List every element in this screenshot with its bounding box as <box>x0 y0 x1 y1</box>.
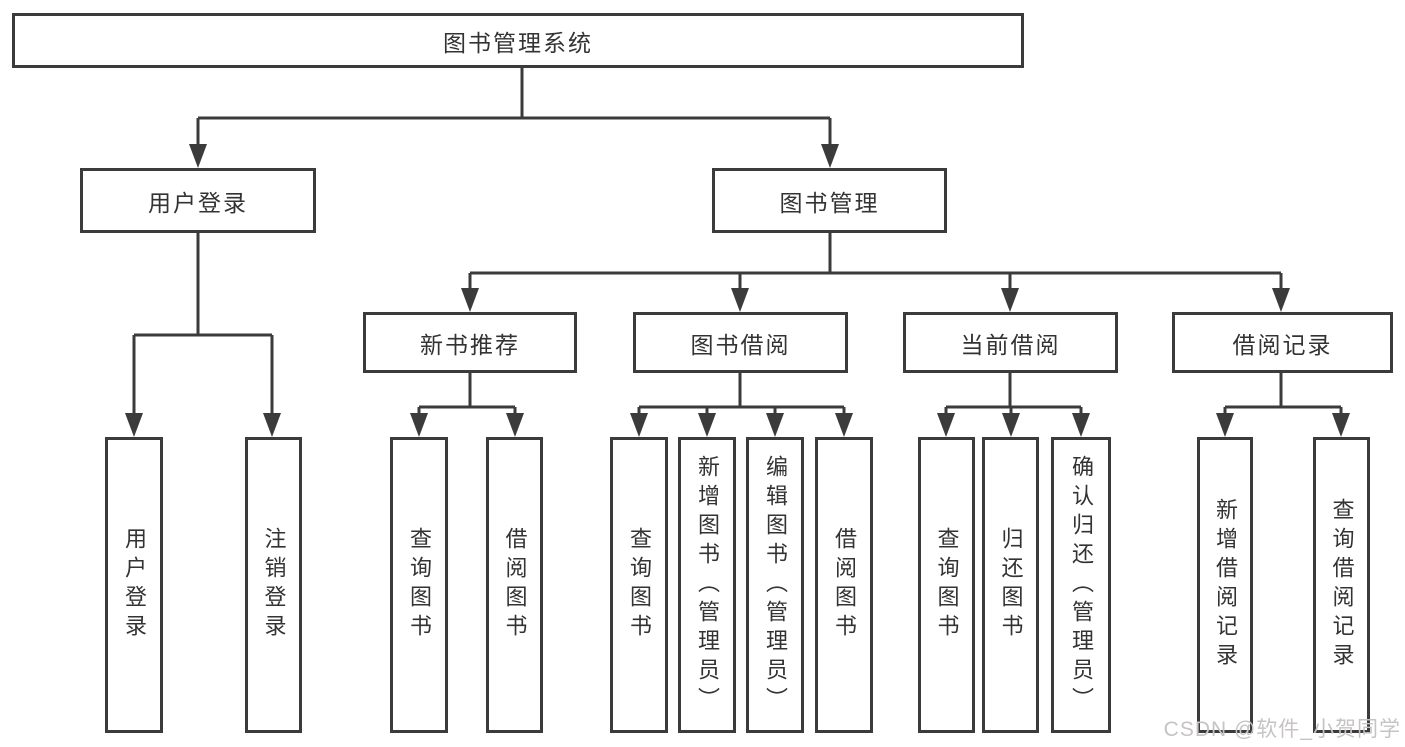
node-book-management: 图书管理 <box>712 168 947 233</box>
tree-edges <box>132 68 1343 419</box>
node-leaf-query-books-current: 查询图书 <box>918 437 975 733</box>
node-leaf-user-login: 用户登录 <box>105 437 163 733</box>
node-leaf-return-book: 归还图书 <box>982 437 1039 733</box>
node-leaf-query-books-borrowing: 查询图书 <box>610 437 668 733</box>
arrowheads <box>125 144 1350 437</box>
node-borrowing-records: 借阅记录 <box>1172 312 1393 373</box>
csdn-watermark: CSDN @软件_小贺同学 <box>1163 718 1401 741</box>
node-root-system: 图书管理系统 <box>12 13 1024 68</box>
node-leaf-confirm-return-admin: 确认归还（管理员） <box>1051 437 1111 733</box>
node-leaf-add-book-admin: 新增图书（管理员） <box>678 437 736 733</box>
node-leaf-borrow-books-borrowing: 借阅图书 <box>815 437 873 733</box>
node-leaf-edit-book-admin: 编辑图书（管理员） <box>746 437 804 733</box>
node-leaf-add-borrow-record: 新增借阅记录 <box>1197 437 1253 733</box>
node-leaf-query-borrow-record: 查询借阅记录 <box>1313 437 1370 733</box>
node-current-borrowing: 当前借阅 <box>903 312 1118 373</box>
node-leaf-query-books-recommend: 查询图书 <box>390 437 448 733</box>
node-leaf-logout: 注销登录 <box>245 437 302 733</box>
node-leaf-borrow-books-recommend: 借阅图书 <box>486 437 543 733</box>
node-new-book-recommend: 新书推荐 <box>363 312 577 373</box>
node-book-borrowing: 图书借阅 <box>633 312 848 373</box>
node-user-login: 用户登录 <box>80 168 316 233</box>
